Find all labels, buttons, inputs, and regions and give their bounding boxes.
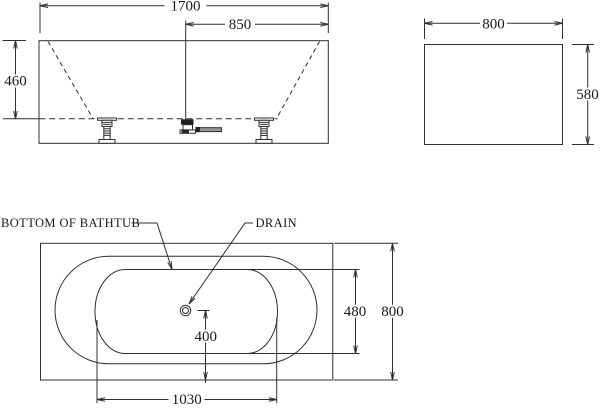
- pipe-coupling: [195, 127, 200, 133]
- drain-body: [182, 124, 193, 131]
- dim-800-side-text: 800: [482, 16, 505, 32]
- dim-850-text: 850: [229, 17, 252, 33]
- arrowhead: [424, 21, 433, 26]
- arrowhead: [390, 243, 395, 252]
- dimension-480: 480: [247, 269, 368, 354]
- adjustable-foot-left: [97, 117, 117, 144]
- arrowhead: [353, 345, 358, 354]
- arrowhead: [585, 136, 590, 145]
- dimension-1700: 1700: [39, 0, 329, 33]
- drain-callout: DRAIN: [188, 216, 298, 305]
- arrowhead: [185, 22, 194, 27]
- drain-pipe: [199, 127, 222, 133]
- dimension-580: 580: [572, 44, 600, 145]
- dimension-800-side: 800: [424, 16, 563, 39]
- drain-outer-circle: [179, 304, 192, 317]
- bottom-of-bathtub-callout: BOTTOM OF BATHTUB: [1, 216, 173, 270]
- dim-400-text: 400: [195, 329, 218, 345]
- drain-seal: [181, 130, 189, 133]
- leader-line: [131, 222, 173, 270]
- arrowhead: [320, 3, 329, 8]
- arrowhead: [96, 397, 106, 402]
- dimension-460: 460: [2, 40, 28, 120]
- tub-plan-outline: [40, 242, 334, 381]
- drain-label: DRAIN: [256, 216, 298, 230]
- plan-view: BOTTOM OF BATHTUB DRAIN 400 4: [1, 216, 406, 408]
- dim-1700-text: 1700: [171, 0, 201, 15]
- dimension-850: 850: [185, 17, 329, 33]
- arrowhead: [203, 371, 208, 381]
- dim-460-text: 460: [4, 74, 27, 90]
- leader-arrowhead: [167, 261, 173, 270]
- arrowhead: [390, 371, 395, 381]
- leader-arrowhead: [188, 296, 196, 305]
- arrowhead: [13, 40, 18, 49]
- front-view: 1700 850 460: [2, 0, 329, 144]
- adjustable-foot-right: [254, 117, 274, 144]
- tub-rim-outline: [54, 255, 318, 365]
- dimension-800-plan: 800: [334, 242, 406, 381]
- hidden-inner-wall-right: [276, 41, 320, 119]
- tub-front-outline: [38, 40, 329, 144]
- tub-side-outline: [424, 44, 563, 145]
- dimension-400: 400: [193, 310, 219, 383]
- arrowhead: [320, 22, 329, 27]
- dim-580-text: 580: [576, 87, 599, 103]
- drain-trap-assembly: [179, 119, 222, 134]
- drain-cap: [181, 119, 194, 125]
- drain-inner-circle: [182, 307, 189, 314]
- dim-1030-text: 1030: [172, 392, 202, 408]
- hidden-inner-wall-left: [47, 41, 94, 119]
- dim-480-text: 480: [344, 304, 367, 320]
- arrowhead: [203, 310, 208, 319]
- arrowhead: [585, 44, 590, 53]
- arrowhead: [13, 110, 18, 120]
- bottom-of-bathtub-label: BOTTOM OF BATHTUB: [1, 216, 140, 230]
- pipe-thread-hatch: [201, 127, 221, 132]
- dim-800-plan-text: 800: [381, 304, 404, 320]
- tub-floor-outline: [94, 269, 278, 354]
- arrowhead: [39, 3, 49, 8]
- arrowhead: [554, 21, 563, 26]
- leader-line: [188, 222, 253, 305]
- side-view: 800 580: [424, 16, 600, 145]
- arrowhead: [353, 269, 358, 278]
- dimension-1030: 1030: [96, 318, 278, 408]
- arrowhead: [268, 397, 277, 402]
